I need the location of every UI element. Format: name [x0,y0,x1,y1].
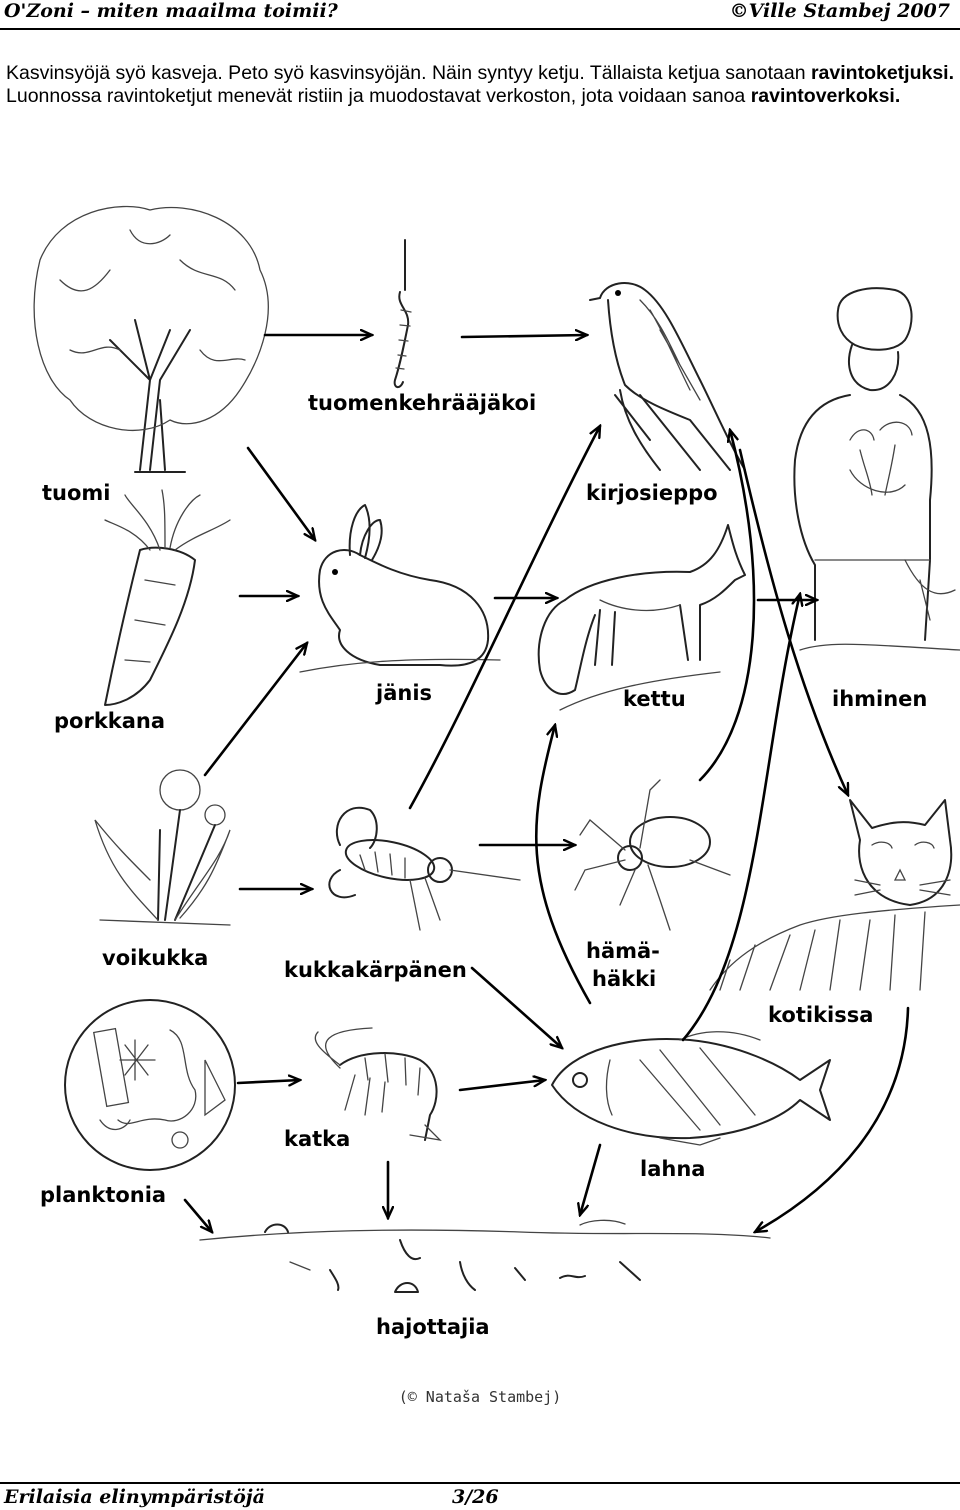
header-title: O'Zoni – miten maailma toimii? [4,0,338,22]
janis-hare-icon [299,504,501,673]
food-web-diagram: tuomenkehrääjäkoi tuomi kirjosieppo jäni… [33,205,960,1339]
label-tuomi: tuomi [42,481,111,505]
voikukka-dandelion-icon [94,769,231,926]
kukkakarpanen-fly-icon [328,806,521,931]
label-ihminen: ihminen [832,687,927,711]
arrow-tuomi-to-janis [246,446,315,540]
kotikissa-cat-icon [709,799,960,991]
arrow-kukkakarpanen-to-lahna [470,966,562,1048]
tuomi-tree-icon [33,205,269,473]
label-kotikissa: kotikissa [768,1003,873,1027]
hajottajia-soil-icon [199,1219,771,1293]
intro-text-1: Kasvinsyöjä syö kasveja. Peto syö kasvin… [6,62,811,84]
food-web-arrows [183,335,910,1232]
label-janis: jänis [375,681,432,705]
arrow-koi-to-sieppo [460,335,587,337]
label-lahna: lahna [640,1157,705,1181]
hamahakki-spider-icon [574,779,731,931]
label-voikukka: voikukka [102,946,208,970]
page-number: 3/26 [452,1486,499,1508]
label-hamahakki-line1: hämä- [586,939,660,963]
label-tuomenkehraajakoi: tuomenkehrääjäkoi [308,391,536,415]
arrow-lahna-to-hajottajia [580,1143,602,1215]
kirjosieppo-bird-icon [589,282,746,471]
kettu-fox-icon [537,524,746,711]
lahna-fish-icon [551,1031,831,1146]
planktonia-circle-icon [64,999,236,1171]
header-copyright: ©Ville Stambej 2007 [729,0,950,22]
label-katka: katka [284,1127,350,1151]
arrow-lahna-to-ihminen [681,594,800,1042]
footer-title: Erilaisia elinympäristöjä [4,1486,265,1508]
label-porkkana: porkkana [54,709,165,733]
intro-paragraph: Kasvinsyöjä syö kasveja. Peto syö kasvin… [6,62,956,108]
arrow-kotikissa-to-hajottajia [755,1006,910,1232]
arrow-katka-to-lahna [458,1080,545,1092]
label-kettu: kettu [623,687,686,711]
arrow-kukkakarpanen-to-sieppo [408,426,600,810]
illustration-credit: (© Nataša Stambej) [398,1388,562,1406]
page-footer: Erilaisia elinympäristöjä 3/26 [0,1482,960,1510]
label-planktonia: planktonia [40,1183,166,1207]
arrow-plankton-to-katka [236,1080,300,1083]
arrow-voikukka-to-janis [203,643,307,777]
intro-text-2: Luonnossa ravintoketjut menevät ristiin … [6,85,751,107]
ihminen-human-icon [793,287,960,651]
arrow-hamahakki-to-sieppo [698,430,756,782]
porkkana-carrot-icon [104,489,231,706]
intro-term-ravintoketju: ravintoketjuksi. [810,62,955,84]
label-hamahakki-line2: häkki [592,967,656,991]
label-hajottajia: hajottajia [376,1315,490,1339]
katka-shrimp-icon [314,1027,442,1141]
arrow-hamahakki-to-lahna [534,725,592,1005]
page-header: O'Zoni – miten maailma toimii? ©Ville St… [0,0,960,30]
arrow-ihminen-to-kotikissa [738,448,850,795]
label-kukkakarpanen: kukkakärpänen [284,958,467,982]
intro-term-ravintoverkko: ravintoverkoksi. [750,85,901,107]
arrow-plankton-to-hajottajia [183,1198,212,1232]
label-kirjosieppo: kirjosieppo [586,481,718,505]
tuomenkehraajakoi-larva-icon [393,239,412,388]
